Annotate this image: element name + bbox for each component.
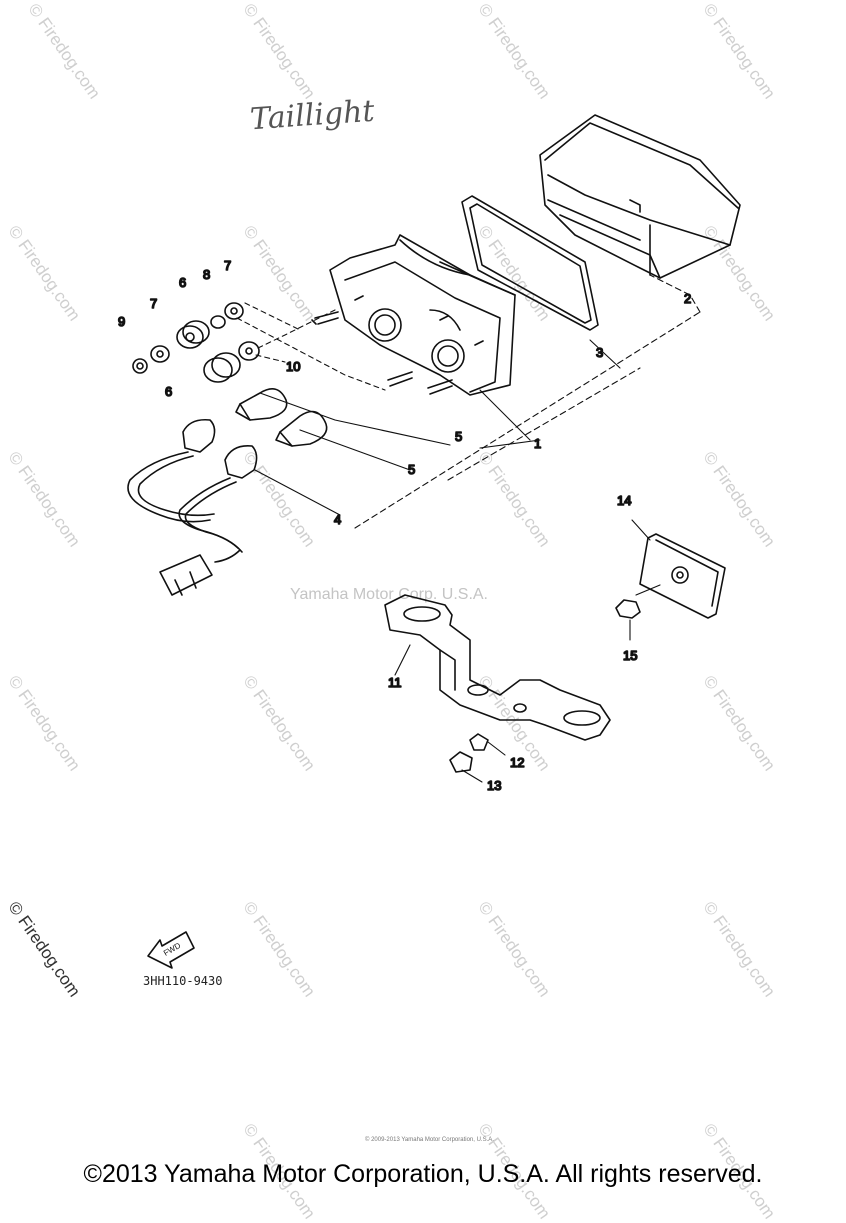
callout-13: 13 [487,778,501,793]
fine-print: © 2009-2013 Yamaha Motor Corporation, U.… [365,1137,494,1143]
callout-1: 1 [534,436,541,451]
diagram-code: 3HH110-9430 [143,974,223,988]
callout-10: 10 [286,359,300,374]
callout-11: 11 [388,675,402,690]
leader-lines [236,274,701,783]
lens-cover-part [539,114,741,279]
callout-8: 8 [203,267,210,282]
callout-12: 12 [510,755,524,770]
wiring-harness-part [127,418,258,596]
base-housing-part [311,234,516,396]
collar-and-nut-parts [449,733,489,773]
fwd-arrow-icon [147,931,195,969]
callout-7b: 7 [224,258,231,273]
callout-7a: 7 [150,296,157,311]
callout-6b: 6 [165,384,172,399]
callout-3: 3 [596,345,603,360]
gasket-part [461,195,599,331]
bulb-parts [235,388,328,447]
callout-numbers: 2 3 1 5 5 4 6 6 7 7 8 9 10 11 12 13 14 1… [117,257,692,958]
callout-9: 9 [118,314,125,329]
license-bracket-part [384,594,611,741]
callout-15: 15 [623,648,637,663]
reflector-part [639,533,726,619]
fastener-parts [132,302,260,383]
callout-4: 4 [334,512,341,527]
copyright-notice: ©2013 Yamaha Motor Corporation, U.S.A. A… [83,1160,763,1188]
center-watermark: Yamaha Motor Corp. U.S.A. [290,586,488,603]
callout-6a: 6 [179,275,186,290]
callout-5a: 5 [455,429,462,444]
callout-2: 2 [684,291,691,306]
callout-14: 14 [617,493,631,508]
callout-5b: 5 [408,462,415,477]
reflector-nut-part [615,599,641,619]
